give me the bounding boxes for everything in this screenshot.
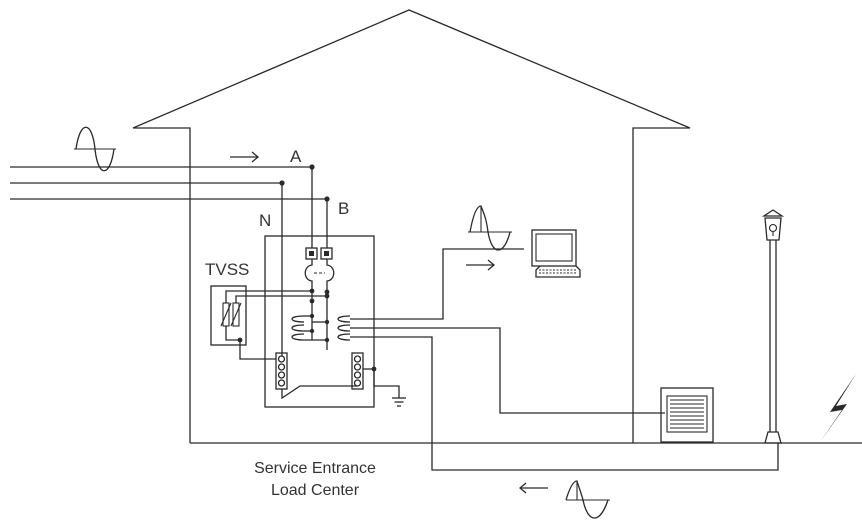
surge-sine-wave-icon bbox=[565, 480, 610, 519]
caption-line-1: Service Entrance bbox=[254, 460, 376, 477]
phase-b-label: B bbox=[338, 199, 349, 218]
phase-a-label: A bbox=[290, 147, 302, 166]
sine-wave-icon bbox=[74, 126, 116, 172]
arrow-right-icon bbox=[466, 259, 496, 271]
house-outline bbox=[132, 9, 691, 443]
lamp-post-icon bbox=[761, 209, 785, 444]
computer-icon bbox=[531, 229, 581, 278]
load-center-panel bbox=[264, 235, 400, 408]
tvss-label: TVSS bbox=[205, 260, 249, 279]
ground-bar bbox=[351, 352, 364, 390]
service-lines bbox=[10, 164, 330, 356]
hvac-unit-icon bbox=[660, 387, 714, 443]
neutral-bar bbox=[275, 352, 288, 390]
lightning-bolt-icon bbox=[820, 374, 856, 442]
tvss-device bbox=[210, 285, 330, 360]
arrow-left-icon bbox=[518, 482, 548, 494]
arrow-right-icon bbox=[230, 151, 260, 163]
surge-sine-wave-icon bbox=[468, 205, 512, 251]
neutral-label: N bbox=[259, 211, 271, 230]
ground-symbol-icon bbox=[392, 397, 406, 407]
caption-line-2: Load Center bbox=[271, 482, 360, 499]
branch-circuits bbox=[350, 248, 779, 471]
